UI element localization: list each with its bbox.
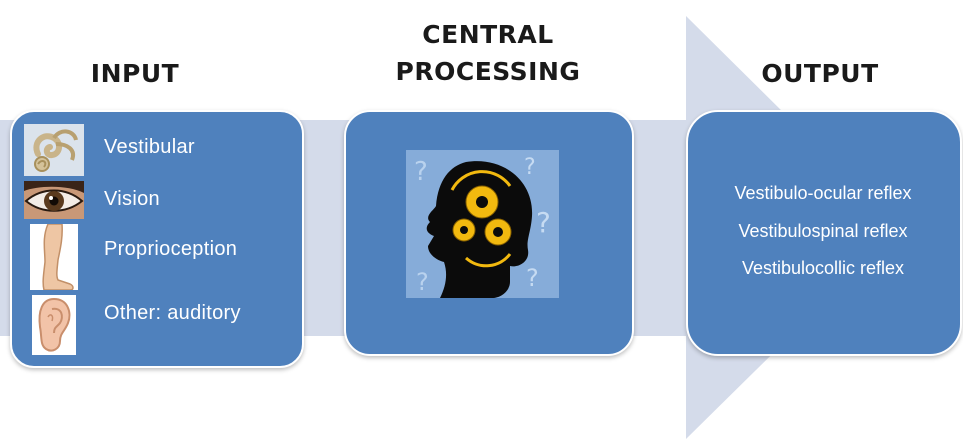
head-with-gears-icon: ? ? ? ? ? [406,150,559,298]
central-heading-line2: PROCESSING [395,57,581,86]
input-label-vision: Vision [104,188,160,210]
leg-icon [30,224,78,290]
output-line-vestibulocollic: Vestibulocollic reflex [741,258,905,278]
inner-ear-icon [24,124,84,176]
output-line-vestibulospinal: Vestibulospinal reflex [738,221,908,241]
central-heading-line1: CENTRAL [422,20,554,49]
svg-text:?: ? [536,206,551,239]
svg-text:?: ? [416,268,429,296]
svg-text:?: ? [414,157,428,187]
input-label-proprioception: Proprioception [104,238,238,260]
svg-text:?: ? [524,155,536,180]
eye-icon [24,181,84,219]
svg-text:?: ? [526,264,539,292]
input-heading: INPUT [90,59,180,88]
input-label-vestibular: Vestibular [104,136,195,158]
input-label-other-auditory: Other: auditory [104,302,241,324]
output-line-vestibulo-ocular: Vestibulo-ocular reflex [734,183,912,203]
ear-icon [32,295,76,355]
output-box [686,110,962,356]
output-heading: OUTPUT [761,59,879,88]
